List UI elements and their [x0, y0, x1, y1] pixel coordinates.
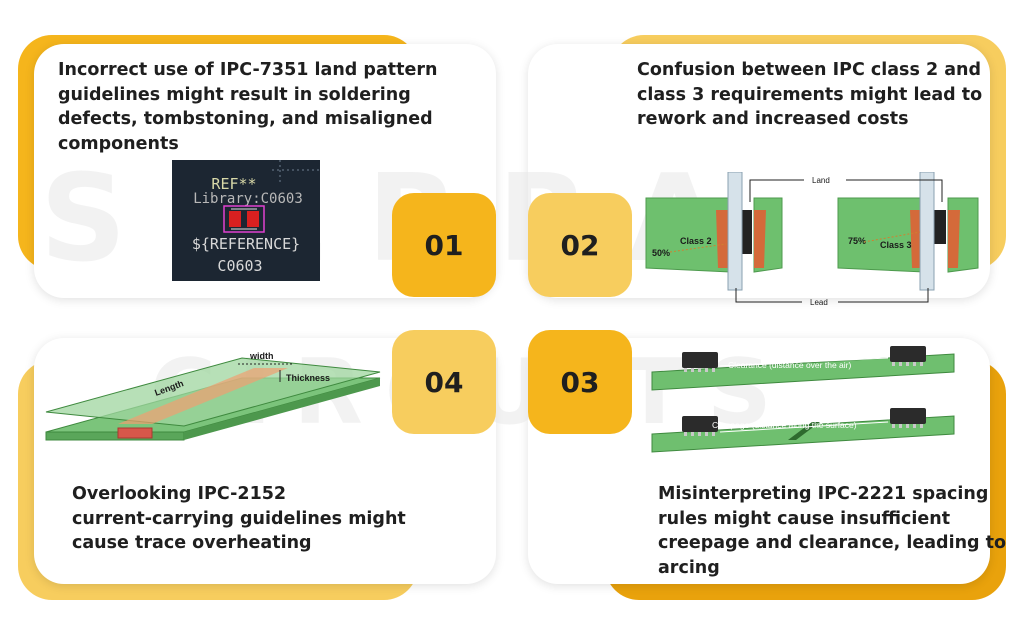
class3-pct: 75%	[848, 236, 866, 246]
number-badge-02: 02	[528, 193, 632, 297]
class2-dash	[669, 243, 727, 253]
thickness-label: Thickness	[286, 373, 330, 383]
number-badge-01: 01	[392, 193, 496, 297]
trace	[118, 368, 288, 424]
text-line: class 3 requirements might lead to	[637, 84, 983, 105]
library-text: Library:C0603	[193, 191, 303, 207]
pins-top	[684, 362, 923, 372]
value-text: C0603	[217, 257, 262, 275]
clearance-arrow	[719, 357, 889, 367]
text-line: rework and increased costs	[637, 109, 909, 129]
chip-left-top	[682, 352, 718, 368]
text-line: components	[58, 133, 179, 154]
card-03-text: Misinterpreting IPC-2221 spacing rules m…	[658, 482, 1006, 580]
land-callout	[749, 179, 804, 202]
ref-text: REF**	[211, 175, 256, 193]
clearance-label: Clearance (distance over the air)	[728, 360, 851, 370]
class2-label: Class 2	[680, 236, 712, 246]
chip-right-top	[890, 346, 926, 362]
width-label: width	[249, 351, 274, 361]
text-line: Incorrect use of IPC-7351 land pattern	[58, 60, 438, 80]
reference-text: ${REFERENCE}	[192, 235, 300, 253]
number-badge-03: 03	[528, 330, 632, 434]
pins-bottom	[684, 424, 923, 436]
text-line: cause trace overheating	[72, 533, 312, 553]
trace-figure: width Thickness Length	[45, 351, 381, 441]
text-line: defects, tombstoning, and misaligned	[58, 109, 433, 129]
creepage-arrow	[719, 421, 889, 433]
text-line: arcing	[658, 557, 720, 578]
land-callout-r	[846, 179, 943, 202]
class3-label: Class 3	[880, 240, 912, 250]
lead-left	[727, 172, 743, 291]
class2-pct: 50%	[652, 248, 670, 258]
lead-callout	[735, 288, 802, 303]
pad-right	[247, 211, 259, 227]
card-01-text: Incorrect use of IPC-7351 land pattern g…	[58, 58, 437, 156]
text-line: Confusion between IPC class 2 and	[637, 60, 982, 80]
barrel-right-r	[948, 210, 960, 268]
chip-right-bottom	[890, 408, 926, 424]
board-bottom-side	[45, 431, 185, 441]
text-line: rules might cause insufficient	[658, 508, 951, 529]
card-02-text: Confusion between IPC class 2 and class …	[637, 58, 982, 132]
text-line: current-carrying guidelines might	[72, 508, 406, 529]
text-line: Overlooking IPC-2152	[72, 484, 287, 504]
barrel-left-r	[754, 210, 766, 268]
courtyard	[223, 205, 265, 233]
chip-left-bottom	[682, 416, 718, 432]
lead-callout-r	[838, 288, 929, 303]
lead-right	[919, 172, 935, 291]
footprint-background	[172, 160, 320, 281]
footprint-figure: REF** Library:C0603 ${REFERENCE} C0603	[172, 160, 320, 281]
board-bottom-side2	[184, 378, 380, 440]
number-badge-04: 04	[392, 330, 496, 434]
card-04-text: Overlooking IPC-2152 current-carrying gu…	[72, 482, 406, 556]
land-label: Land	[812, 176, 830, 185]
text-line: creepage and clearance, leading to	[658, 533, 1007, 553]
class3-dash	[863, 231, 921, 243]
text-line: guidelines might result in soldering	[58, 84, 411, 105]
spacing-figure: Clearance (distance over the air) Creepa…	[651, 346, 955, 453]
trace-side	[117, 427, 153, 439]
lead-label: Lead	[810, 298, 828, 307]
text-line: Misinterpreting IPC-2221 spacing	[658, 484, 989, 504]
barrel-left	[716, 210, 730, 268]
pad-left	[229, 211, 241, 227]
class-comparison-figure: 50% Class 2 75% Class 3 Land Lead	[645, 172, 979, 307]
creepage-label: Creepage (distance along the surface)	[712, 420, 857, 430]
